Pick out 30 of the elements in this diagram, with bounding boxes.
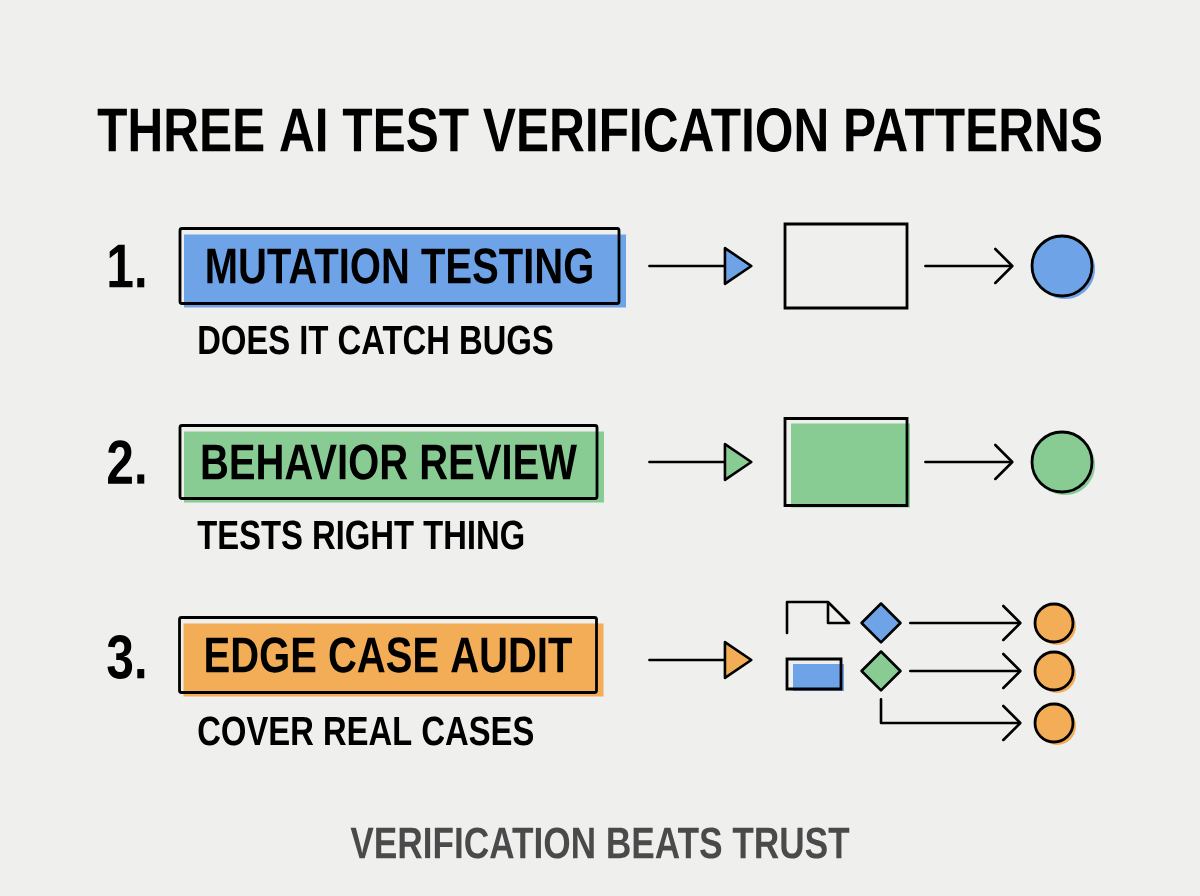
rectangle <box>785 657 844 691</box>
step-box: BEHAVIOR REVIEW <box>178 424 604 503</box>
document-icon <box>785 600 851 635</box>
arrow <box>648 442 753 482</box>
step-number: 3. <box>107 635 145 679</box>
subtitle: TESTS RIGHT THING <box>197 520 524 550</box>
diamond <box>860 650 902 692</box>
rectangle <box>783 417 910 508</box>
rectangle <box>783 222 909 310</box>
arrow <box>648 640 753 680</box>
arrow <box>924 247 1014 285</box>
circle <box>1033 602 1076 645</box>
arrow <box>924 443 1014 481</box>
arrow <box>909 604 1022 642</box>
arrow <box>648 246 753 286</box>
circle <box>1030 430 1095 495</box>
step-number: 2. <box>108 440 145 484</box>
subtitle: DOES IT CATCH BUGS <box>199 325 553 355</box>
title: THREE AI TEST VERIFICATION PATTERNS <box>97 108 1101 152</box>
caption: VERIFICATION BEATS TRUST <box>350 827 850 859</box>
circle <box>1030 234 1095 299</box>
step-number: 1. <box>109 244 145 288</box>
subtitle: COVER REAL CASES <box>198 716 534 746</box>
diamond <box>860 602 902 644</box>
arrow <box>909 652 1022 690</box>
step-box: EDGE CASE AUDIT <box>178 616 604 697</box>
arrow <box>879 698 1022 742</box>
circle <box>1033 650 1076 693</box>
step-box: MUTATION TESTING <box>178 227 626 308</box>
circle <box>1033 702 1076 745</box>
